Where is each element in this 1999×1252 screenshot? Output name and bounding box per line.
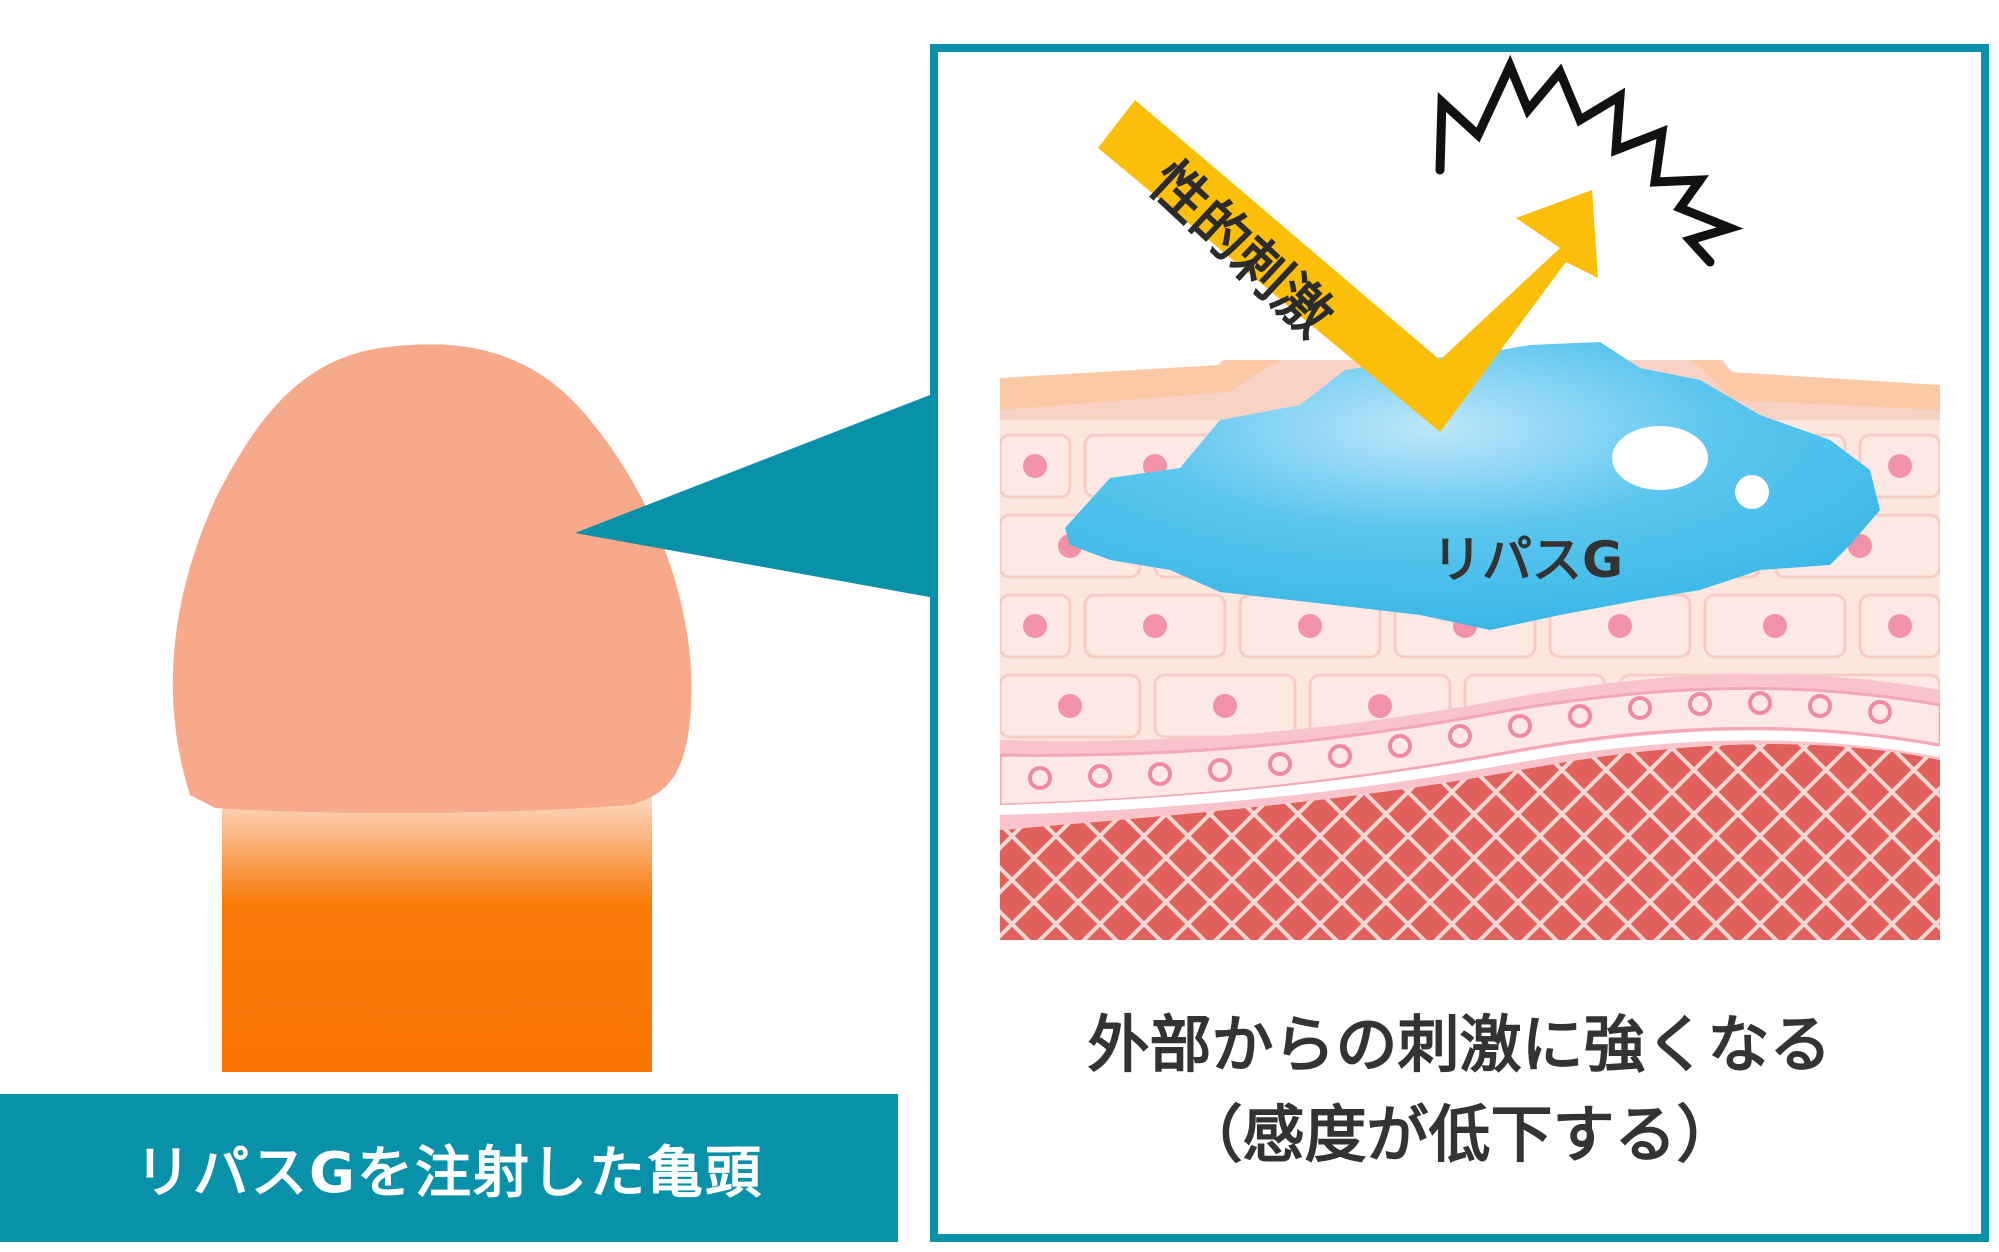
result-caption: 外部からの刺激に強くなる （感度が低下する） <box>938 1000 1981 1180</box>
callout-wedge <box>575 393 935 598</box>
burst-mark <box>1435 54 1744 267</box>
stimulus-arrow <box>1098 100 1598 432</box>
glans-shape <box>172 344 692 813</box>
result-caption-line-2: （感度が低下する） <box>1180 1098 1739 1171</box>
lipas-g-blob <box>1065 342 1880 630</box>
left-caption: リパスGを注射した亀頭 <box>135 1140 763 1206</box>
result-caption-line-1: 外部からの刺激に強くなる <box>1087 1008 1832 1081</box>
shaft-shape <box>222 790 652 1072</box>
left-caption-bar: リパスGを注射した亀頭 <box>0 1094 898 1242</box>
lipas-g-label: リパスG <box>1432 531 1624 589</box>
